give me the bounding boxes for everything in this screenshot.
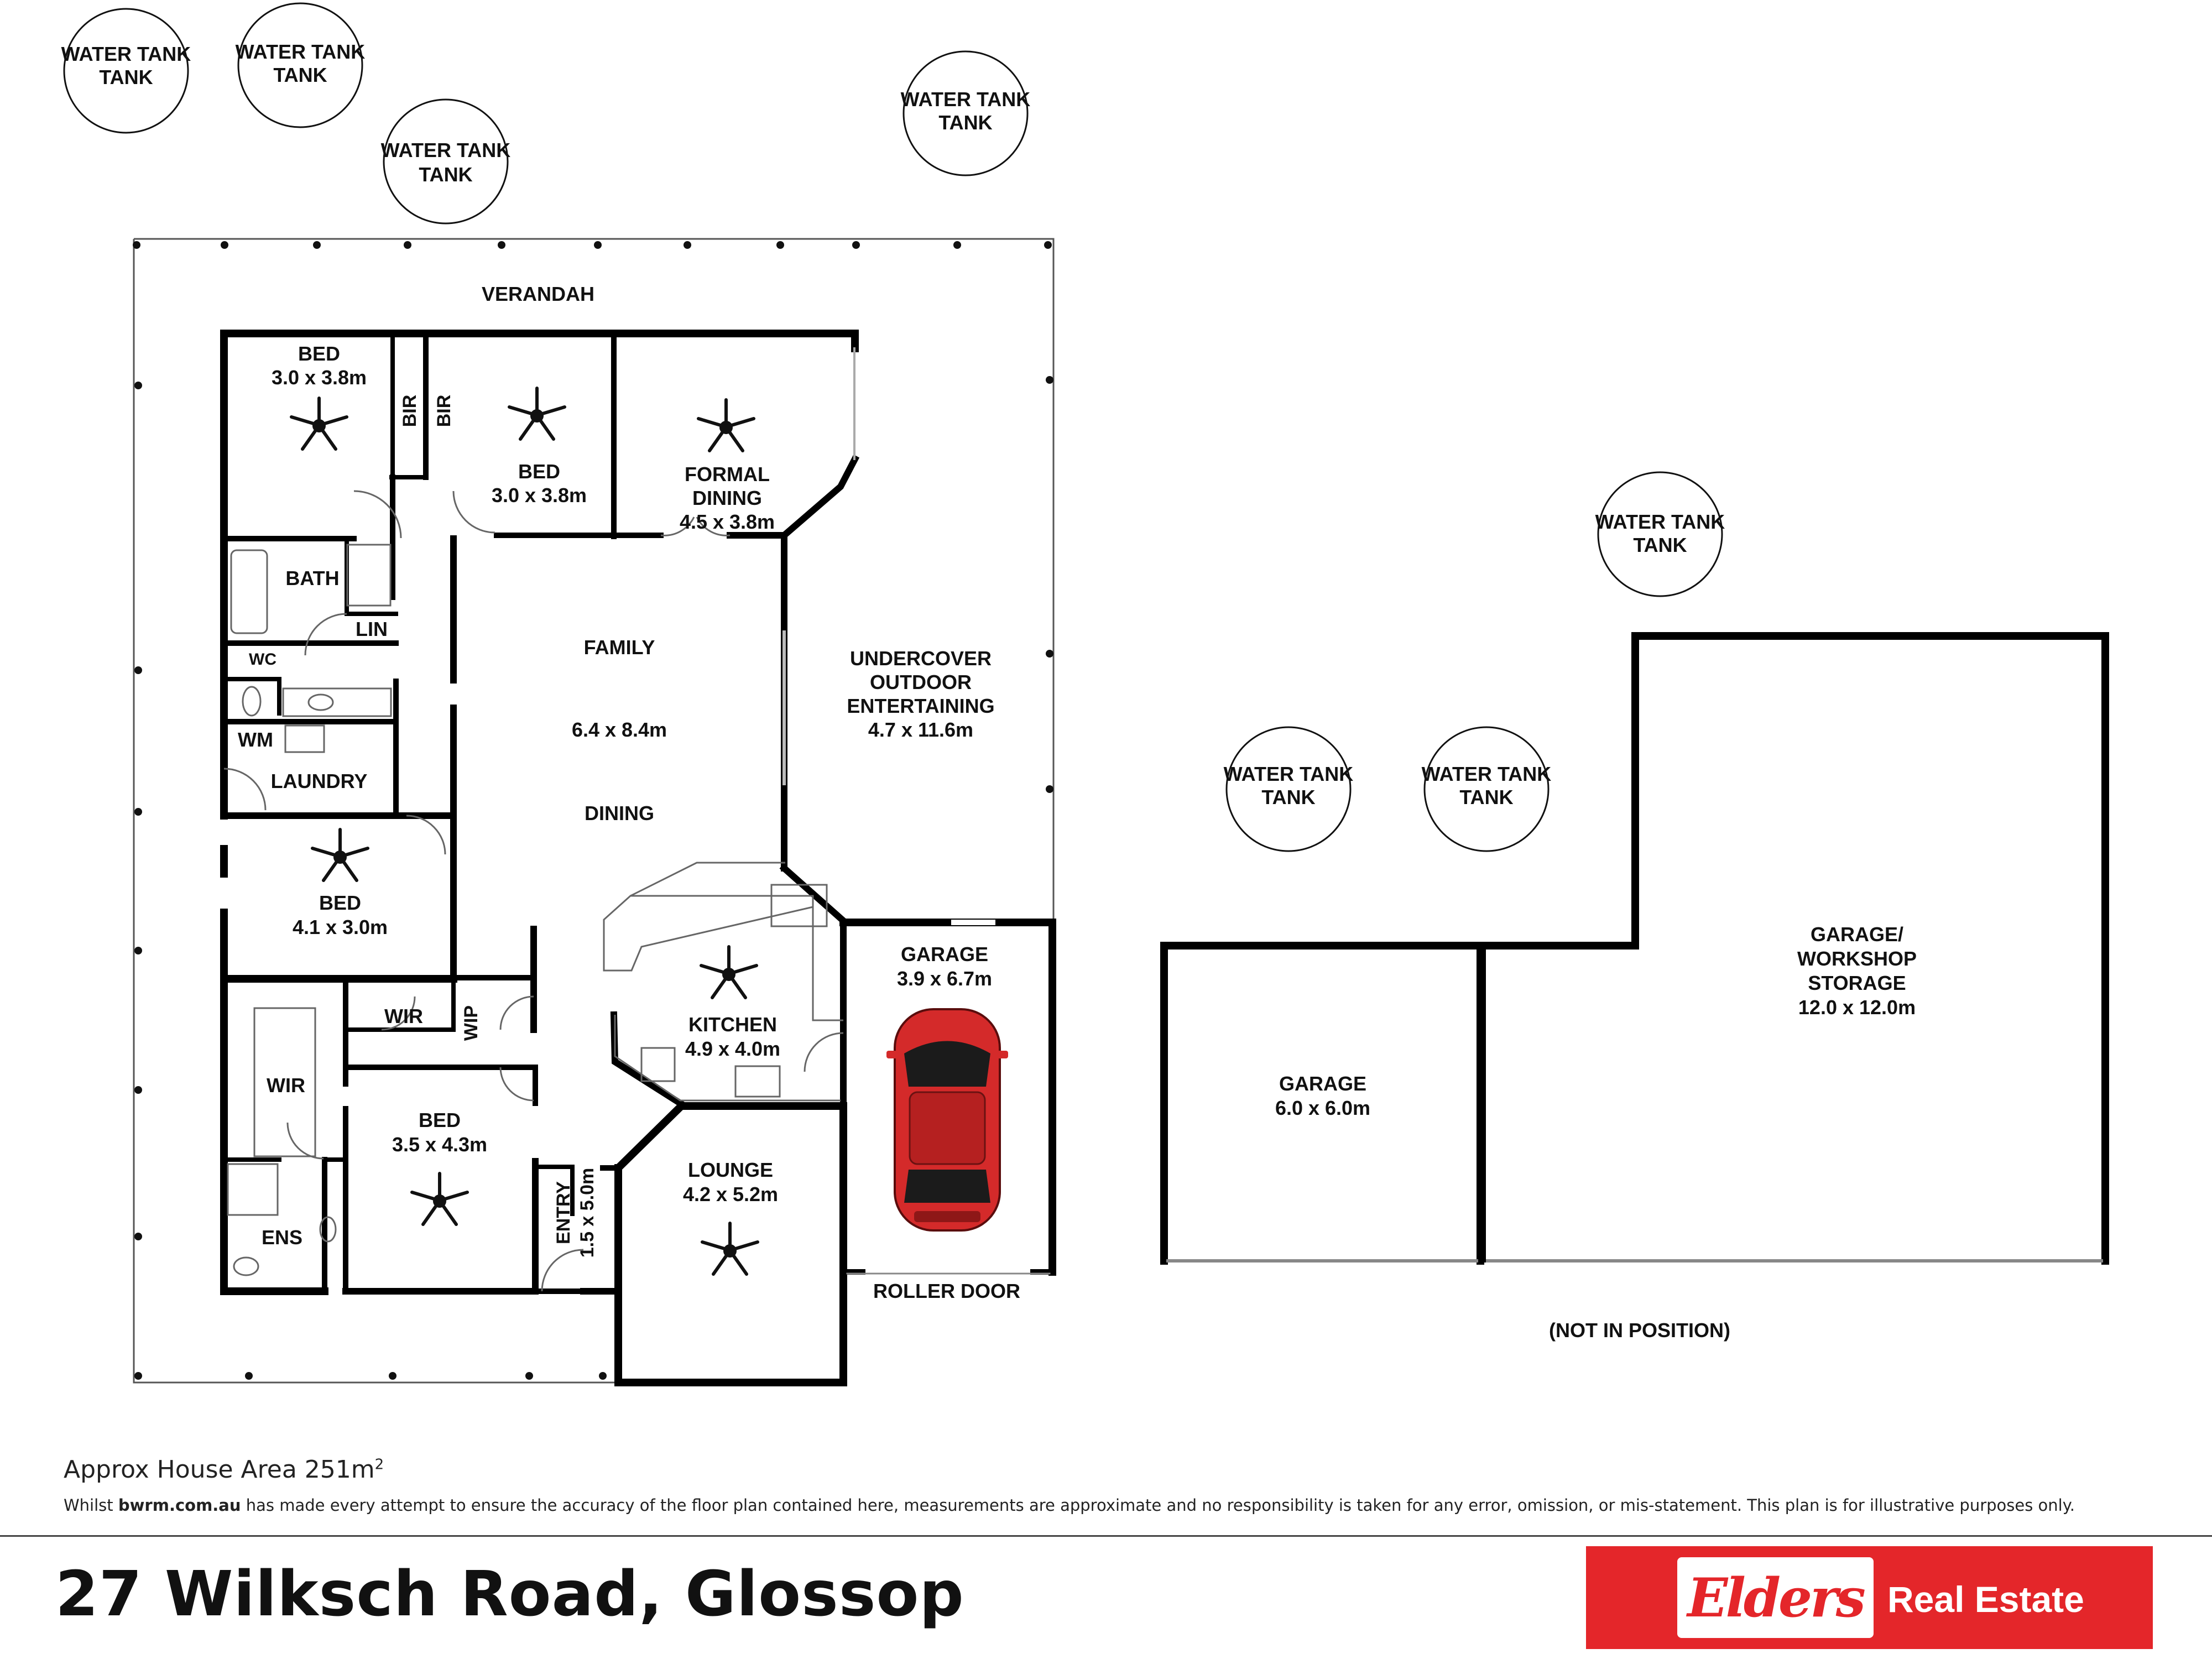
fixtures — [223, 490, 995, 1292]
water-tank-label: WATER TANK — [901, 88, 1031, 111]
water-tank-label-2: TANK — [938, 111, 992, 134]
bed3-size: 4.1 x 3.0m — [293, 916, 388, 938]
formal-dining-size: 4.5 x 3.8m — [680, 510, 775, 533]
water-tank-label-2: TANK — [1459, 786, 1513, 808]
water-tank: WATER TANK — [236, 2, 366, 128]
water-tank: WATER TANK — [61, 8, 191, 134]
house-area: Approx House Area 251m2 — [64, 1455, 384, 1484]
garage-house-size: 3.9 x 6.7m — [897, 967, 992, 990]
verandah-outline — [133, 238, 1055, 1384]
roller-door-label: ROLLER DOOR — [873, 1280, 1020, 1302]
garage-shed-size: 6.0 x 6.0m — [1275, 1097, 1370, 1119]
disclaimer: Whilst bwrm.com.au has made every attemp… — [64, 1496, 2165, 1515]
water-tank-label: WATER TANK — [1422, 763, 1552, 785]
kitchen-size: 4.9 x 4.0m — [685, 1037, 780, 1060]
house-area-label: Approx House Area 251m — [64, 1455, 375, 1484]
shed-walls — [1160, 632, 2109, 1265]
water-tank: WATER TANK — [1422, 726, 1552, 852]
dining-label: DINING — [585, 802, 654, 825]
formal-dining-label: FORMAL — [685, 463, 770, 486]
wir-label-2: WIR — [267, 1074, 305, 1097]
bed2-label: BED — [518, 460, 560, 483]
water-tank-label: WATER TANK — [381, 139, 511, 161]
workshop-label-3: STORAGE — [1808, 972, 1906, 994]
wir-label: WIR — [384, 1005, 423, 1027]
water-tank: WATER TANK — [381, 98, 511, 225]
water-tank-label: WATER TANK — [236, 40, 366, 63]
wc-label: WC — [249, 650, 276, 669]
footer-divider — [0, 1535, 2212, 1537]
undercover-label: UNDERCOVER — [850, 647, 992, 670]
bath-label: BATH — [285, 567, 339, 589]
bir-label: BIR — [399, 395, 420, 427]
water-tank-label: WATER TANK — [61, 43, 191, 65]
laundry-label: LAUNDRY — [271, 770, 368, 792]
water-tank: WATER TANK — [1224, 726, 1354, 852]
brand-text: Real Estate — [1887, 1579, 2084, 1620]
bed3-label: BED — [319, 891, 361, 914]
water-tank-label-2: TANK — [1633, 534, 1687, 556]
house-walls — [220, 330, 1056, 1386]
undercover-size: 4.7 x 11.6m — [868, 718, 973, 741]
workshop-label-2: WORKSHOP — [1797, 947, 1917, 970]
disclaimer-site: bwrm.com.au — [118, 1496, 241, 1515]
bir-label: BIR — [434, 395, 455, 427]
property-address: 27 Wilksch Road, Glossop — [55, 1558, 964, 1630]
water-tank: WATER TANK — [901, 50, 1031, 176]
ens-label: ENS — [262, 1226, 302, 1249]
not-in-position-label: (NOT IN POSITION) — [1549, 1319, 1730, 1342]
water-tank-label: WATER TANK — [1224, 763, 1354, 785]
brand-banner: Elders Real Estate — [1586, 1546, 2153, 1649]
bed1-label: BED — [298, 342, 340, 365]
garage-shed-label: GARAGE — [1279, 1072, 1366, 1095]
bed2-size: 3.0 x 3.8m — [492, 484, 587, 507]
bed1-size: 3.0 x 3.8m — [272, 366, 367, 389]
entry-label: ENTRY — [553, 1181, 574, 1244]
house-area-sup: 2 — [374, 1456, 384, 1473]
undercover-label-3: ENTERTAINING — [847, 695, 994, 717]
entry-size: 1.5 x 5.0m — [577, 1168, 598, 1258]
garage-house-label: GARAGE — [901, 943, 988, 966]
water-tank-label: WATER TANK — [1595, 510, 1725, 533]
elders-logo-text: Elders — [1687, 1566, 1865, 1629]
disclaimer-post: has made every attempt to ensure the acc… — [241, 1496, 2075, 1515]
verandah-label: VERANDAH — [482, 283, 594, 305]
undercover-label-2: OUTDOOR — [870, 671, 972, 693]
lounge-label: LOUNGE — [688, 1159, 773, 1181]
formal-dining-label-2: DINING — [692, 487, 762, 509]
water-tank-label-2: TANK — [99, 66, 153, 88]
wm-label: WM — [238, 728, 273, 751]
bed4-label: BED — [419, 1109, 461, 1131]
water-tank-label-2: TANK — [273, 64, 327, 86]
disclaimer-pre: Whilst — [64, 1496, 118, 1515]
family-label: FAMILY — [584, 636, 655, 659]
wip-label: WIP — [461, 1005, 482, 1041]
ceiling-fan-icon — [290, 387, 759, 1276]
lin-label: LIN — [356, 618, 388, 640]
car-icon — [886, 1008, 1008, 1232]
elders-logo: Elders — [1677, 1557, 1874, 1638]
water-tank-label-2: TANK — [419, 163, 472, 186]
room-labels: VERANDAH BED 3.0 x 3.8m BIR BIR BED 3.0 … — [238, 283, 1917, 1342]
workshop-size: 12.0 x 12.0m — [1798, 996, 1916, 1019]
lounge-size: 4.2 x 5.2m — [683, 1183, 778, 1206]
family-size: 6.4 x 8.4m — [572, 718, 667, 741]
bed4-size: 3.5 x 4.3m — [392, 1133, 487, 1156]
workshop-label: GARAGE/ — [1811, 923, 1903, 946]
kitchen-label: KITCHEN — [688, 1013, 777, 1036]
water-tank-label-2: TANK — [1261, 786, 1315, 808]
water-tank: WATER TANK — [1595, 471, 1725, 597]
